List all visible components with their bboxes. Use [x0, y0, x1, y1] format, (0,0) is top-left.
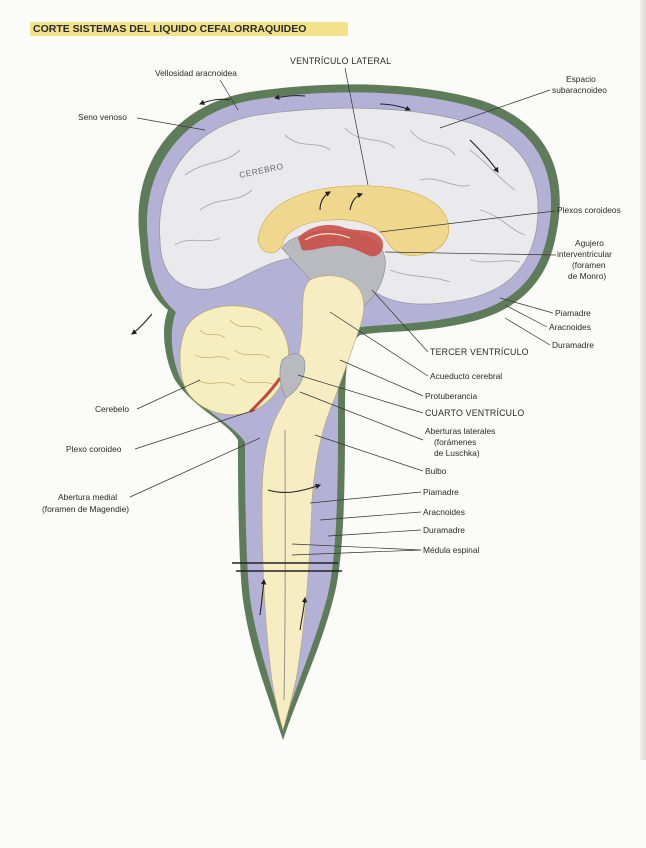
label-agujero-3: (foramen [572, 260, 606, 270]
label-protuberancia: Protuberancia [425, 391, 477, 401]
leader-protuberancia [340, 360, 423, 396]
label-bulbo: Bulbo [425, 466, 447, 476]
leader-duramadre-top [505, 318, 550, 345]
label-plexo-coroideo: Plexo coroideo [66, 444, 122, 454]
label-aberturas-3: de Luschka) [434, 448, 480, 458]
label-aracnoides-top: Aracnoides [549, 322, 591, 332]
label-abertura-medial-2: (foramen de Magendie) [42, 504, 129, 514]
label-cuarto-ventriculo: CUARTO VENTRÍCULO [425, 408, 524, 418]
label-piamadre-top: Piamadre [555, 308, 591, 318]
label-piamadre-bottom: Piamadre [423, 487, 459, 497]
label-aracnoides-bottom: Aracnoides [423, 507, 465, 517]
label-duramadre-bottom: Duramadre [423, 525, 465, 535]
label-agujero-4: de Monro) [568, 271, 606, 281]
label-tercer-ventriculo: TERCER VENTRÍCULO [430, 347, 529, 357]
label-aberturas-1: Aberturas laterales [425, 426, 495, 436]
label-abertura-medial-1: Abertura medial [58, 492, 117, 502]
label-espacio-sub-1: Espacio [566, 74, 596, 84]
label-agujero-1: Agujero [575, 238, 604, 248]
label-acueducto: Acueducto cerebral [430, 371, 502, 381]
label-duramadre-top: Duramadre [552, 340, 594, 350]
label-agujero-2: interventricular [557, 249, 612, 259]
label-espacio-sub-2: subaracnoideo [552, 85, 607, 95]
label-plexos-coroideos: Plexos coroideos [557, 205, 621, 215]
label-ventriculo-lateral: VENTRÍCULO LATERAL [290, 56, 391, 66]
label-vellosidad-aracnoidea: Vellosidad aracnoidea [155, 68, 237, 78]
label-seno-venoso: Seno venoso [78, 112, 127, 122]
label-medula-espinal: Médula espinal [423, 545, 479, 555]
label-aberturas-2: (forámenes [434, 437, 476, 447]
leader-aracnoides-top [505, 305, 547, 327]
label-cerebelo: Cerebelo [95, 404, 129, 414]
